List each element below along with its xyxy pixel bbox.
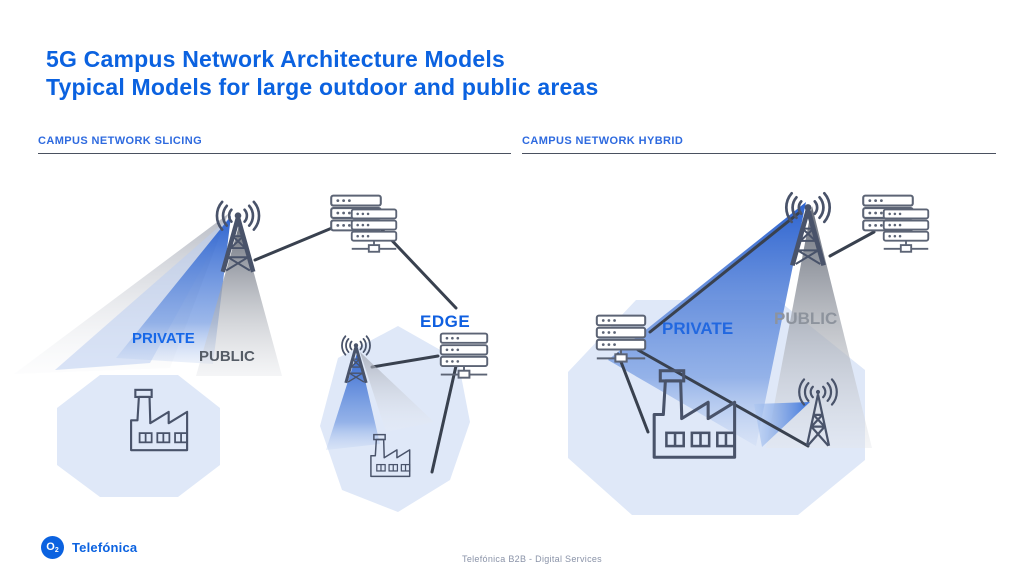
public-slice-beam	[196, 222, 282, 376]
connection-line	[380, 228, 458, 310]
diagram-campus-network-hybrid	[568, 160, 1010, 515]
connection-lines	[616, 210, 876, 448]
private-label-left: PRIVATE	[132, 330, 195, 347]
server-cluster-icon	[330, 194, 396, 252]
small-cell-blue-beam	[326, 350, 380, 450]
public-label-left: PUBLIC	[199, 348, 255, 365]
footer-text: Telefónica B2B - Digital Services	[462, 554, 602, 564]
connection-line	[616, 352, 650, 434]
section-rule-left	[38, 153, 511, 154]
logo-sub: 2	[54, 546, 59, 554]
private-beam	[608, 202, 806, 446]
section-heading-slicing: CAMPUS NETWORK SLICING	[38, 135, 203, 147]
section-rule-right	[522, 153, 996, 154]
connection-line	[430, 364, 458, 474]
edge-label: EDGE	[420, 312, 471, 331]
section-heading-hybrid: CAMPUS NETWORK HYBRID	[522, 135, 684, 147]
connection-line	[636, 348, 810, 448]
logo-o: O	[46, 541, 55, 553]
page-title-line2: Typical Models for large outdoor and pub…	[46, 74, 599, 100]
connection-line	[828, 230, 876, 258]
page-title-line1: 5G Campus Network Architecture Models	[46, 46, 505, 72]
pale-blue-beam	[55, 217, 230, 370]
diagram-campus-network-slicing	[14, 194, 520, 512]
private-slice-beam	[116, 216, 231, 364]
campus-zone-factory	[57, 375, 220, 497]
server-cluster-icon	[862, 194, 928, 252]
public-beam	[766, 206, 872, 448]
private-label-right: PRIVATE	[662, 319, 734, 338]
small-cell-gray-beam	[360, 352, 434, 432]
brand-name: Telefónica	[72, 540, 138, 555]
connection-line	[370, 354, 440, 369]
connection-lines	[253, 226, 458, 474]
connection-line	[253, 226, 334, 262]
public-label-right: PUBLIC	[774, 309, 838, 328]
small-antenna-beam	[754, 402, 810, 447]
connection-line	[648, 210, 802, 334]
